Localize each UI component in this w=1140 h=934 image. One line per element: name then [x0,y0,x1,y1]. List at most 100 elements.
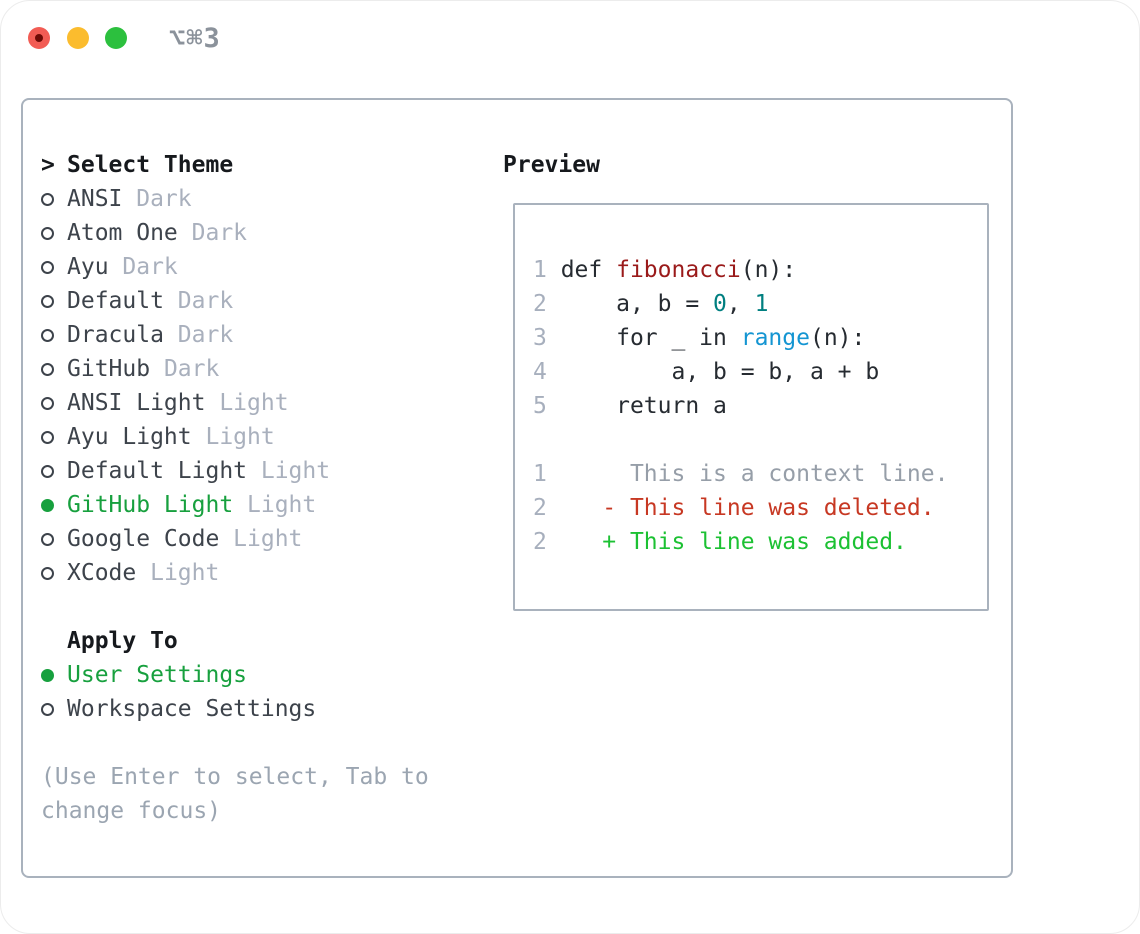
radio-icon [41,328,54,342]
code-token: for _ in [546,325,741,351]
theme-option-tag: Light [260,458,331,484]
radio-icon [41,464,54,478]
radio-icon [41,294,54,308]
diff-line-deleted: 2 - This line was deleted. [533,491,987,525]
code-token: return a [546,393,727,419]
diff-line-context: 1 This is a context line. [533,457,987,491]
theme-option-tag: Dark [191,220,248,246]
code-line: 4 a, b = b, a + b [533,355,987,389]
theme-option[interactable]: Atom One Dark [41,216,503,250]
radio-icon [41,192,54,206]
keyboard-hint-line: (Use Enter to select, Tab to [41,764,429,790]
radio-icon [41,362,54,376]
theme-option[interactable]: GitHub Light Light [41,488,503,522]
diff-text: + This line was added. [546,529,907,555]
radio-icon [41,532,54,546]
code-token: (n): [809,325,866,351]
diff-text: - This line was deleted. [546,495,935,521]
theme-option[interactable]: Default Light Light [41,454,503,488]
preview-header-row: Preview [503,148,989,182]
apply-to-option[interactable]: Workspace Settings [41,692,503,726]
keyboard-hint: (Use Enter to select, Tab to change focus… [41,760,503,828]
preview-column: Preview 1 def fibonacci(n):2 a, b = 0, 1… [503,148,989,876]
theme-option-tag: Dark [177,322,234,348]
theme-option-name: Ayu [67,254,109,280]
theme-option[interactable]: Dracula Dark [41,318,503,352]
preview-header: Preview [503,152,600,178]
focus-caret-icon: > [41,152,55,178]
code-line: 5 return a [533,389,987,423]
keyboard-hint-line: change focus) [41,798,222,824]
code-token: 1 [754,291,769,317]
theme-option-tag: Light [205,424,275,450]
theme-option[interactable]: GitHub Dark [41,352,503,386]
code-token: a, b = [546,291,714,317]
radio-icon [41,702,54,716]
code-token: a, b = b, a + b [546,359,880,385]
theme-option-name: Google Code [67,526,220,552]
theme-option-tag: Dark [177,288,234,314]
line-number: 1 [533,257,547,283]
radio-icon [41,260,54,274]
line-number: 1 [533,461,547,487]
radio-icon [41,396,54,410]
spacer [41,590,503,624]
theme-option-name: Ayu Light [67,424,192,450]
code-line: 1 def fibonacci(n): [533,253,987,287]
select-theme-header: Select Theme [67,152,234,178]
apply-to-header: Apply To [67,628,178,654]
theme-option-tag: Light [150,560,220,586]
theme-option-name: GitHub Light [67,492,234,518]
theme-option-name: GitHub [67,356,151,382]
theme-option-tag: Dark [122,254,178,280]
theme-option-name: Default [67,288,164,314]
theme-option[interactable]: Google Code Light [41,522,503,556]
line-number: 2 [533,495,547,521]
theme-option-tag: Dark [163,356,220,382]
titlebar: ⌥⌘3 [1,1,1139,98]
diff-text: This is a context line. [546,461,949,487]
code-line: 2 a, b = 0, 1 [533,287,987,321]
line-number: 5 [533,393,547,419]
apply-to-option-name: Workspace Settings [67,696,317,722]
minimize-button[interactable] [67,27,89,49]
code-token: fibonacci [616,257,741,283]
code-token: , [726,291,755,317]
theme-option-name: ANSI [67,186,123,212]
select-theme-header-row: > Select Theme [41,148,503,182]
code-token: 0 [713,291,727,317]
theme-option[interactable]: Default Dark [41,284,503,318]
close-button[interactable] [28,27,50,49]
apply-to-option-name: User Settings [67,662,248,688]
code-token: (n): [740,257,797,283]
zoom-button[interactable] [105,27,127,49]
theme-option-name: Atom One [67,220,178,246]
theme-option-tag: Light [247,492,317,518]
radio-icon [41,226,54,240]
code-token: range [740,325,810,351]
theme-option[interactable]: Ayu Dark [41,250,503,284]
theme-option-tag: Light [233,526,303,552]
line-number: 4 [533,359,547,385]
line-number: 2 [533,529,547,555]
theme-option-name: Default Light [67,458,248,484]
spacer [41,726,503,760]
theme-option-name: ANSI Light [67,390,206,416]
apply-to-option[interactable]: User Settings [41,658,503,692]
line-number: 3 [533,325,547,351]
theme-option[interactable]: Ayu Light Light [41,420,503,454]
radio-selected-icon [41,668,54,682]
radio-icon [41,566,54,580]
code-line: 3 for _ in range(n): [533,321,987,355]
code-token: def [546,257,617,283]
theme-option-name: Dracula [67,322,164,348]
radio-icon [41,430,54,444]
